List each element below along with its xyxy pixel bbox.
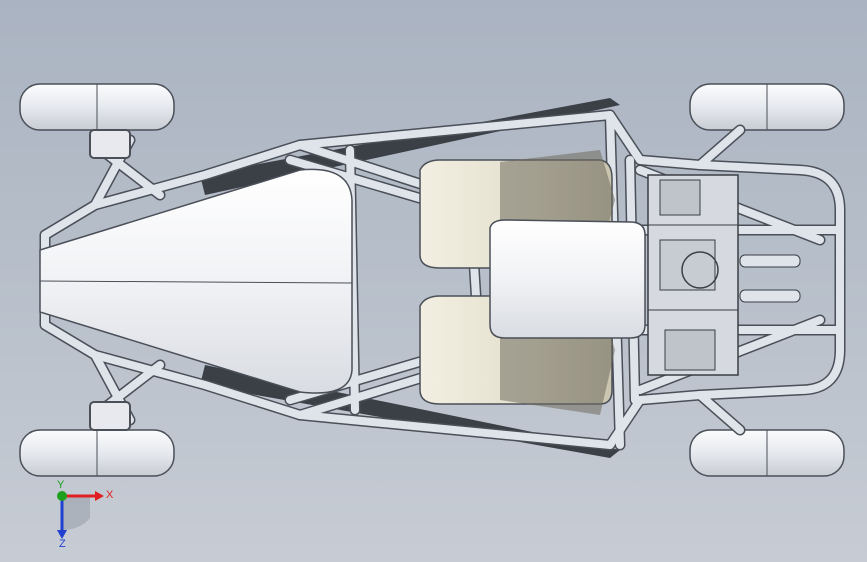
x-arrow-head-icon bbox=[95, 491, 104, 501]
engine-assembly[interactable] bbox=[647, 174, 801, 376]
z-arrow-head-icon bbox=[57, 530, 67, 539]
front-right-tire[interactable] bbox=[19, 429, 175, 477]
x-axis-label: X bbox=[106, 489, 114, 501]
front-suspension bbox=[89, 129, 131, 431]
orientation-triad[interactable]: X Y Z bbox=[40, 478, 120, 548]
nose-center-line bbox=[39, 280, 353, 284]
center-tunnel-panel[interactable] bbox=[489, 219, 646, 339]
y-axis-label: Y bbox=[57, 479, 65, 491]
nose-floor-panel[interactable] bbox=[39, 168, 353, 394]
y-axis-dot bbox=[57, 491, 67, 501]
rear-left-tire[interactable] bbox=[689, 83, 845, 131]
front-left-tire[interactable] bbox=[19, 83, 175, 131]
rear-right-tire[interactable] bbox=[689, 429, 845, 477]
z-axis-label: Z bbox=[59, 538, 66, 548]
